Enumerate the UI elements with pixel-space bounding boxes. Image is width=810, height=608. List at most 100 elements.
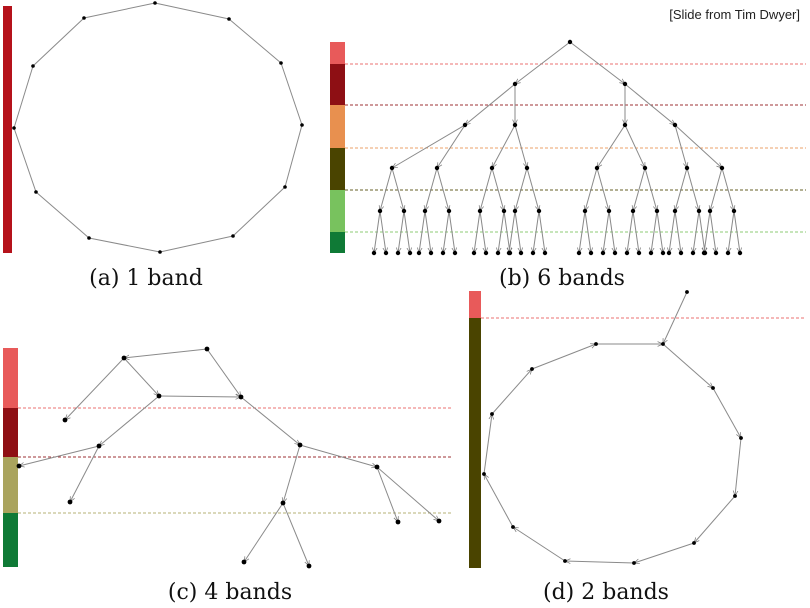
edge (13, 127, 37, 193)
node (624, 250, 630, 256)
band-2 (469, 318, 481, 568)
edge (503, 210, 510, 253)
node (279, 61, 283, 65)
graph-a (12, 1, 304, 254)
edge (32, 17, 85, 67)
node (306, 563, 312, 569)
edge (498, 210, 505, 253)
edge (709, 210, 716, 253)
edge (13, 65, 34, 129)
edge (88, 237, 161, 253)
edge (479, 210, 486, 253)
node (524, 165, 530, 171)
edge (662, 343, 713, 388)
edge (514, 124, 527, 168)
node (434, 165, 440, 171)
edge (733, 210, 740, 253)
edge (280, 62, 303, 126)
edge (513, 527, 566, 562)
node (563, 559, 567, 563)
slide-credit: [Slide from Tim Dwyer] (669, 7, 800, 22)
node (395, 250, 401, 256)
node (588, 250, 594, 256)
node (576, 250, 582, 256)
edge (584, 210, 591, 253)
edge (232, 186, 286, 237)
edge (669, 210, 676, 253)
edge (728, 210, 735, 253)
panel-d: (d) 2 bands (469, 290, 806, 605)
edge (376, 466, 398, 522)
node (731, 208, 737, 214)
node (530, 250, 536, 256)
edge (579, 210, 586, 253)
edge (608, 210, 615, 253)
node (530, 367, 534, 371)
node (67, 499, 73, 505)
edge (634, 542, 695, 563)
node (511, 525, 515, 529)
node (711, 386, 715, 390)
node (428, 250, 434, 256)
node (737, 250, 743, 256)
caption-b: (b) 6 bands (499, 266, 625, 291)
edge (391, 167, 404, 211)
node (707, 208, 713, 214)
node (606, 208, 612, 214)
edge (712, 387, 742, 438)
graph-c (16, 346, 442, 569)
edge (656, 210, 663, 253)
edge (483, 474, 514, 528)
node (12, 126, 16, 130)
node (672, 122, 678, 128)
band-guides-b (345, 63, 806, 233)
edge (491, 369, 532, 415)
node (536, 208, 542, 214)
node (452, 250, 458, 256)
edge (597, 124, 626, 168)
band-bar-c (3, 348, 18, 567)
edge (491, 167, 504, 211)
band-bar-d (469, 291, 481, 568)
edge (403, 210, 410, 253)
node (62, 417, 68, 423)
node (696, 208, 702, 214)
edge (565, 561, 635, 563)
edge (491, 124, 516, 168)
node (407, 250, 413, 256)
node (283, 185, 287, 189)
band-5 (330, 190, 345, 232)
node (82, 16, 86, 20)
node (630, 208, 636, 214)
band-6 (330, 232, 345, 253)
edge (282, 502, 309, 566)
node (690, 250, 696, 256)
edge (124, 348, 208, 358)
node (300, 123, 304, 127)
node (227, 17, 231, 21)
band-bar-b (330, 42, 345, 253)
band-1 (3, 6, 12, 253)
edge (436, 167, 449, 211)
node (612, 250, 618, 256)
band-4 (330, 148, 345, 190)
node (238, 394, 244, 400)
edge (704, 210, 711, 253)
node (446, 208, 452, 214)
edge (569, 41, 625, 84)
edge (662, 291, 688, 344)
edge (644, 167, 657, 211)
edge (123, 357, 159, 396)
edge (419, 210, 426, 253)
edge (633, 167, 646, 211)
node (495, 250, 501, 256)
graph-b (371, 39, 743, 256)
node (512, 122, 518, 128)
node (685, 290, 689, 294)
node (377, 208, 383, 214)
node (501, 208, 507, 214)
band-1 (3, 348, 18, 408)
node (156, 393, 162, 399)
node (719, 165, 725, 171)
